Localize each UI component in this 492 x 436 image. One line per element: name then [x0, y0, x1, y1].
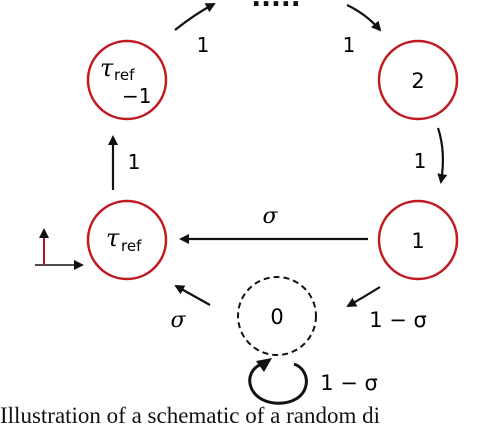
figure-caption: Illustration of a schematic of a random …: [0, 403, 381, 428]
arrow-ellipsis-to-2: 1: [343, 4, 382, 57]
state-tau-ref-minus-1-symbol: τ: [100, 54, 114, 82]
arrow-0-self-loop: 1 − σ: [248, 358, 378, 405]
state-0-label: 0: [270, 305, 283, 329]
arrow-tau-ref-to-tau-ref-minus-1: 1: [108, 135, 141, 190]
spike-icon: [35, 228, 84, 270]
arrow-2-to-1: 1: [414, 127, 448, 184]
state-tau-ref-minus-1-offset: −1: [122, 84, 151, 108]
label-tau-ref-to-tau-ref-minus-1: 1: [128, 150, 141, 174]
state-tau-ref-minus-1-sub: ref: [114, 66, 135, 84]
state-tau-ref-minus-1: τ ref −1: [86, 39, 168, 121]
label-1-to-0: 1 − σ: [369, 308, 427, 332]
label-tau-ref-minus-1-to-ellipsis: 1: [197, 33, 210, 57]
state-2-label: 2: [411, 69, 424, 93]
ellipsis-states: .....: [251, 0, 300, 13]
state-1: 1: [377, 199, 459, 281]
label-ellipsis-to-2: 1: [343, 33, 356, 57]
state-tau-ref: τ ref: [86, 199, 168, 281]
state-2: 2: [377, 39, 459, 121]
state-1-label: 1: [411, 229, 424, 253]
arrow-0-to-tau-ref: σ: [170, 285, 211, 333]
label-2-to-1: 1: [414, 149, 427, 173]
label-0-to-tau-ref: σ: [170, 308, 186, 333]
state-tau-ref-symbol: τ: [106, 224, 120, 252]
state-0: 0: [237, 276, 317, 356]
label-0-self-loop: 1 − σ: [320, 371, 378, 395]
label-1-to-tau-ref: σ: [262, 204, 278, 229]
arrow-1-to-tau-ref: σ: [179, 204, 368, 244]
state-tau-ref-sub: ref: [121, 237, 142, 255]
arrow-1-to-0: 1 − σ: [346, 286, 427, 332]
arrow-tau-ref-minus-1-to-ellipsis: 1: [174, 3, 216, 57]
